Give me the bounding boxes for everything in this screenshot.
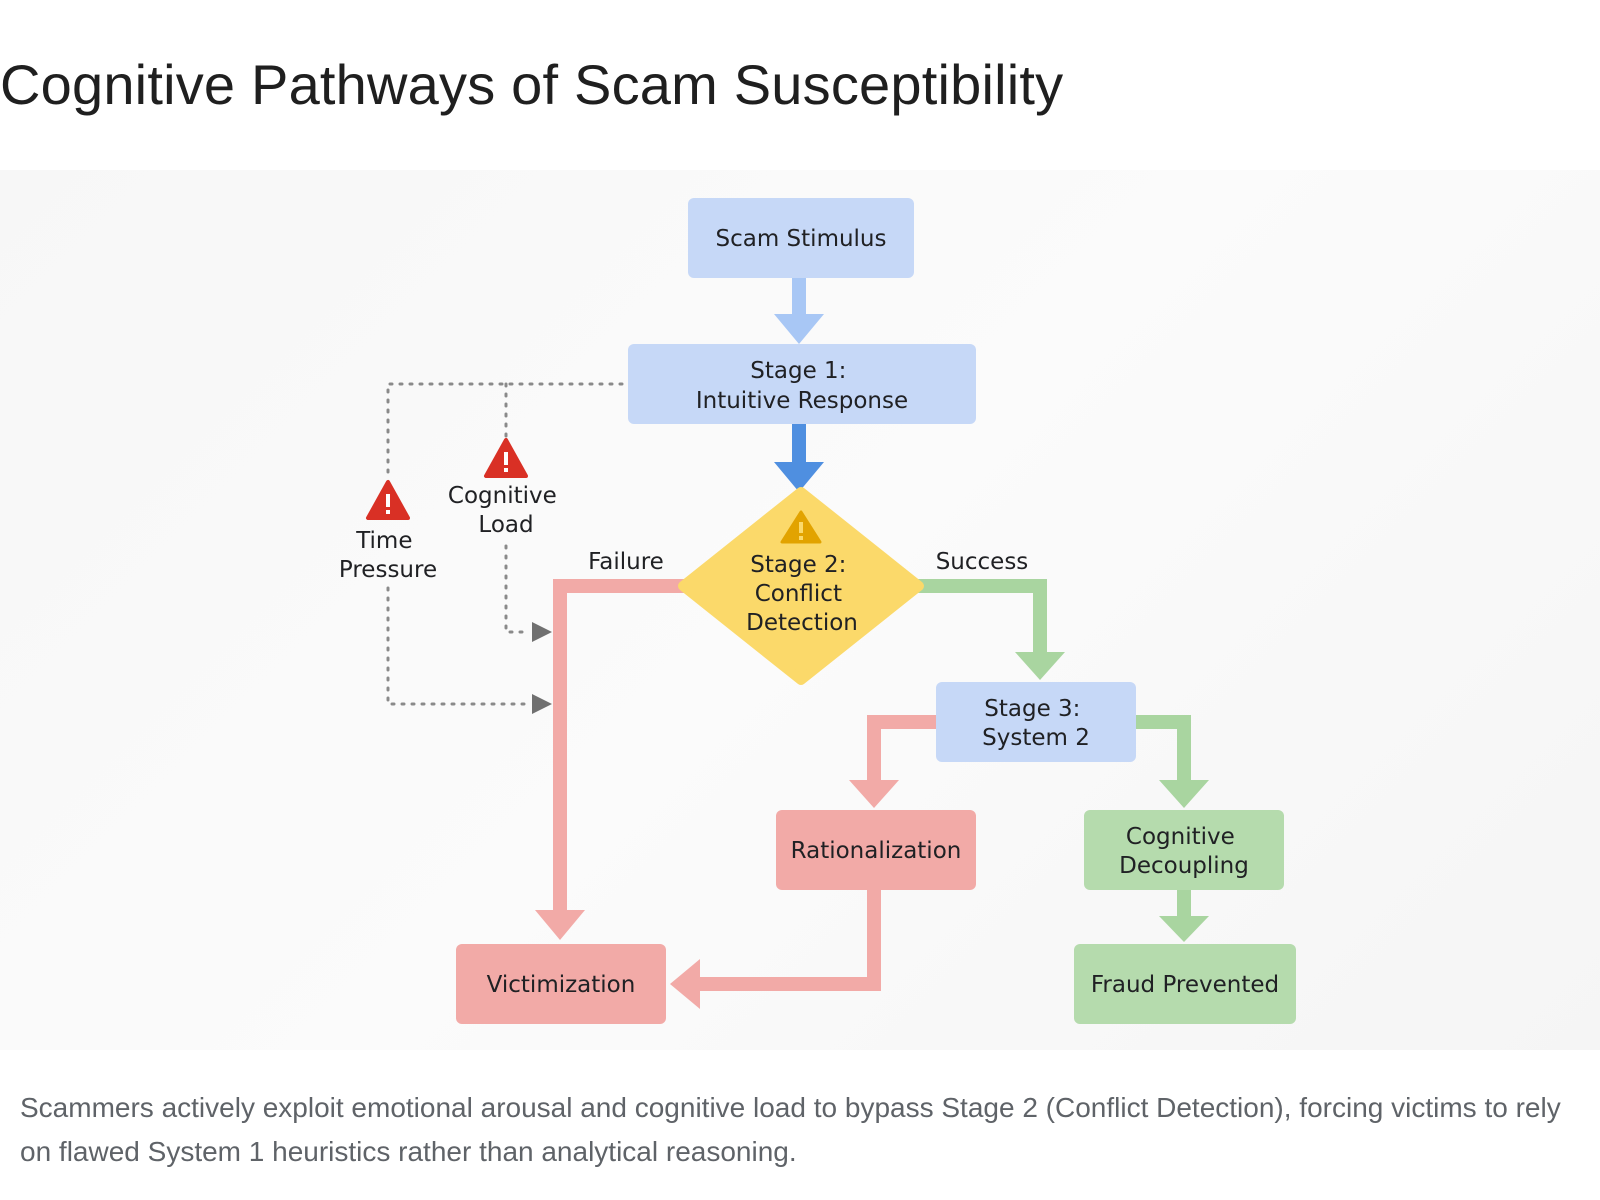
failure-arrowhead [535,910,585,940]
decoupling-arrowhead [1159,780,1209,808]
time-pressure-warning-icon [366,480,410,520]
svg-text:Stage 1: Intuitive Respo: Stage 1: Intuitive Response [696,358,908,414]
rationalization-to-victimization-path [698,888,881,991]
svg-text:Fraud Prevented: Fraud Prevented [1091,972,1279,998]
page-title: Cognitive Pathways of Scam Susceptibilit… [0,53,1064,116]
stage3-to-rationalization-path [867,715,936,782]
decoupling-to-fraud-path [1159,888,1209,942]
success-path [908,579,1047,654]
svg-text:Stage 2: Conflict: Stage 2: Conflict Detection [746,552,858,636]
svg-text:Victimization: Victimization [487,972,636,998]
svg-text:Stage 3: System 2: Stage 3: System 2 [982,696,1090,751]
node-stage2-diamond: Stage 2: Conflict Detection [678,487,924,685]
node-fraud-prevented: Fraud Prevented [1074,944,1296,1024]
node-victimization: Victimization [456,944,666,1024]
svg-text:Cognitive Decoupling: Cognitive Decoupling [1119,824,1249,879]
success-arrowhead [1015,652,1065,680]
node-stage3: Stage 3: System 2 [936,682,1136,762]
time-pressure-connector-lower [386,586,530,706]
cognitive-load-arrowhead [532,622,552,642]
pressure-connectors [386,382,624,706]
stage2-warning-icon [780,510,822,544]
node-stage1: Stage 1: Intuitive Response [628,344,976,424]
failure-path [553,579,690,912]
cognitive-load-label: Cognitive Load [448,483,564,538]
node-scam-stimulus: Scam Stimulus [688,198,914,278]
arrow-stimulus-to-stage1 [774,278,824,344]
caption: Scammers actively exploit emotional arou… [20,1092,1561,1167]
cognitive-load-warning-icon [484,438,528,478]
node-cognitive-decoupling: Cognitive Decoupling [1084,810,1284,890]
svg-text:Rationalization: Rationalization [791,838,962,864]
node-rationalization: Rationalization [776,810,976,890]
victimization-arrowhead [670,959,700,1009]
success-label: Success [936,549,1029,575]
svg-text:Scam Stimulus: Scam Stimulus [716,226,887,252]
failure-label: Failure [588,549,664,575]
rationalization-arrowhead [849,780,899,808]
cognitive-load-connector-lower [504,544,530,634]
time-pressure-arrowhead [532,694,552,714]
arrow-stage1-to-stage2 [774,424,824,492]
stage3-to-decoupling-path [1134,715,1191,782]
time-pressure-label: Time Pressure [339,528,437,583]
